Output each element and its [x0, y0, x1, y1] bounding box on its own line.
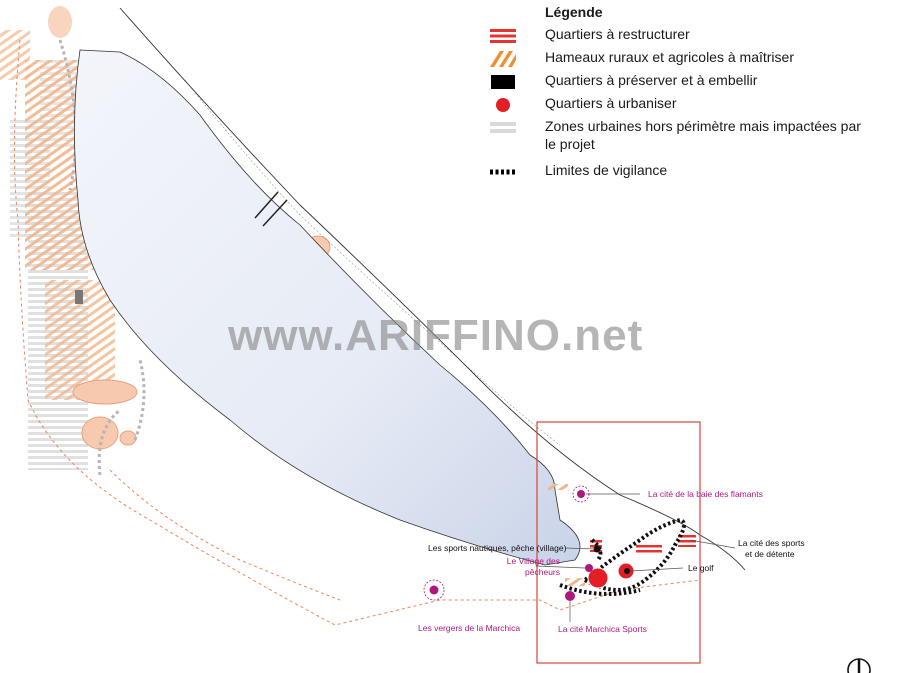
label-village-pecheurs-2: pêcheurs: [525, 567, 560, 577]
red-dot-swatch-icon: [496, 98, 510, 112]
legend-label: Quartiers à restructurer: [545, 26, 690, 42]
grey-stripes-swatch-icon: [490, 122, 516, 133]
north-arrow-icon: [847, 658, 871, 673]
label-baie-flamants: La cité de la baie des flamants: [648, 489, 763, 499]
peach-hameaux: [0, 6, 331, 450]
orange-hatch-swatch-icon: [490, 51, 516, 67]
bridge: [254, 191, 288, 227]
project-boundary-inner: [109, 469, 341, 601]
coastline-inner: [184, 79, 561, 446]
place-markers: [423, 485, 630, 601]
legend-item-zones: Zones urbaines hors périmètre mais impac…: [490, 117, 890, 157]
label-sports-detente-1: La cité des sports: [738, 538, 805, 548]
red-stripes-swatch-icon: [490, 29, 516, 43]
legend-label: Hameaux ruraux et agricoles à maîtriser: [545, 49, 794, 65]
urbanize-circles: [587, 562, 635, 589]
legend-title: Légende: [545, 4, 603, 20]
coastline: [119, 7, 746, 571]
legend-label: Quartiers à préserver et à embellir: [545, 72, 758, 88]
black-block-swatch-icon: [491, 75, 515, 89]
legend-label: Zones urbaines hors périmètre mais impac…: [545, 118, 861, 152]
label-village-pecheurs-1: Le Village des: [506, 556, 560, 566]
vigilance-limits: [559, 517, 686, 596]
legend-label: Limites de vigilance: [545, 162, 668, 178]
legend-item-restructurer: Quartiers à restructurer: [490, 25, 890, 45]
label-sports-detente-2: et de détente: [745, 549, 795, 559]
focus-frame: [536, 421, 701, 664]
label-sports-nautiques: Les sports nautiques, pêche (village): [428, 543, 567, 553]
watermark: www.ARIFFINO.net: [228, 311, 644, 360]
legend-label: Quartiers à urbaniser: [545, 95, 677, 111]
label-vergers: Les vergers de la Marchica: [418, 623, 521, 633]
legend-item-preserver: Quartiers à préserver et à embellir: [490, 71, 890, 91]
project-boundary: [13, 39, 701, 626]
dotted-line-swatch-icon: [490, 169, 516, 175]
legend-item-limites: Limites de vigilance: [490, 161, 890, 181]
leader-lines: [535, 493, 736, 622]
label-marchica-sports: La cité Marchica Sports: [558, 624, 647, 634]
legend-item-hameaux: Hameaux ruraux et agricoles à maîtriser: [490, 48, 890, 68]
lagoon-water: [74, 49, 581, 566]
legend-item-urbaniser: Quartiers à urbaniser: [490, 94, 890, 114]
label-golf: Le golf: [688, 563, 714, 573]
